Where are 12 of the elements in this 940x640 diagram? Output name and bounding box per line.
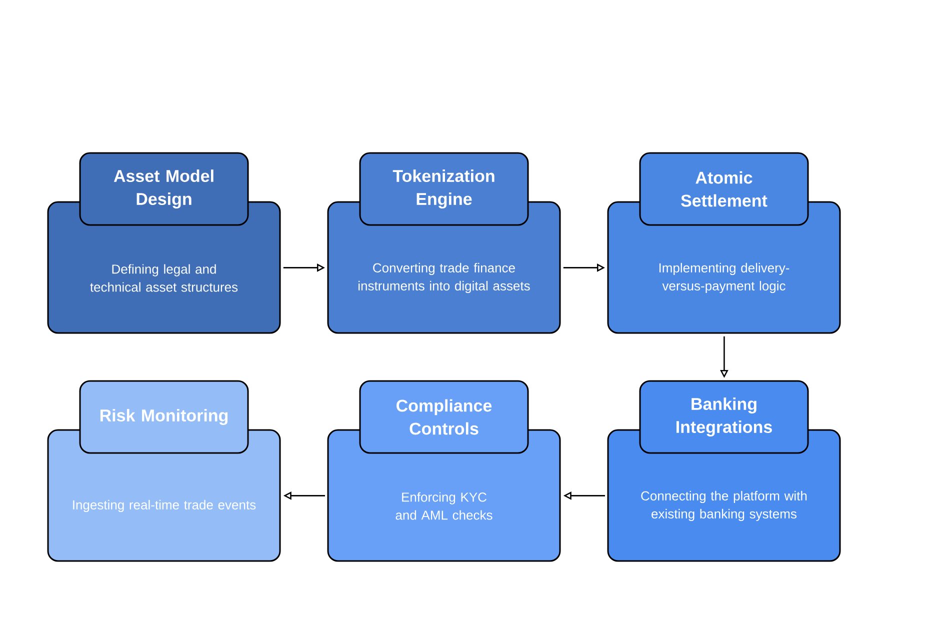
node-label: Compliance: [396, 399, 492, 416]
process-card: Risk Monitoring Ingesting real-time trade events: [47, 380, 281, 562]
node-label: Tokenization: [392, 170, 494, 182]
node-label: Asset Model: [114, 170, 214, 182]
node-label: Banking: [692, 398, 756, 414]
node-label: Risk Monitoring: [100, 409, 228, 425]
node-label: Atomic: [696, 171, 752, 184]
process-card: Tokenization Engine Converting trade finance instruments into digital assets: [327, 152, 561, 334]
process-card: Compliance Controls Enforcing KYC and AML checks: [327, 380, 561, 562]
process-card: Banking Integrations Connecting the platform with existing banking systems: [607, 380, 841, 562]
process-card: Asset Model Design Defining legal and technical asset structures: [47, 152, 281, 334]
process-card: Atomic Settlement Implementing delivery-versus-payment logic: [607, 152, 841, 334]
